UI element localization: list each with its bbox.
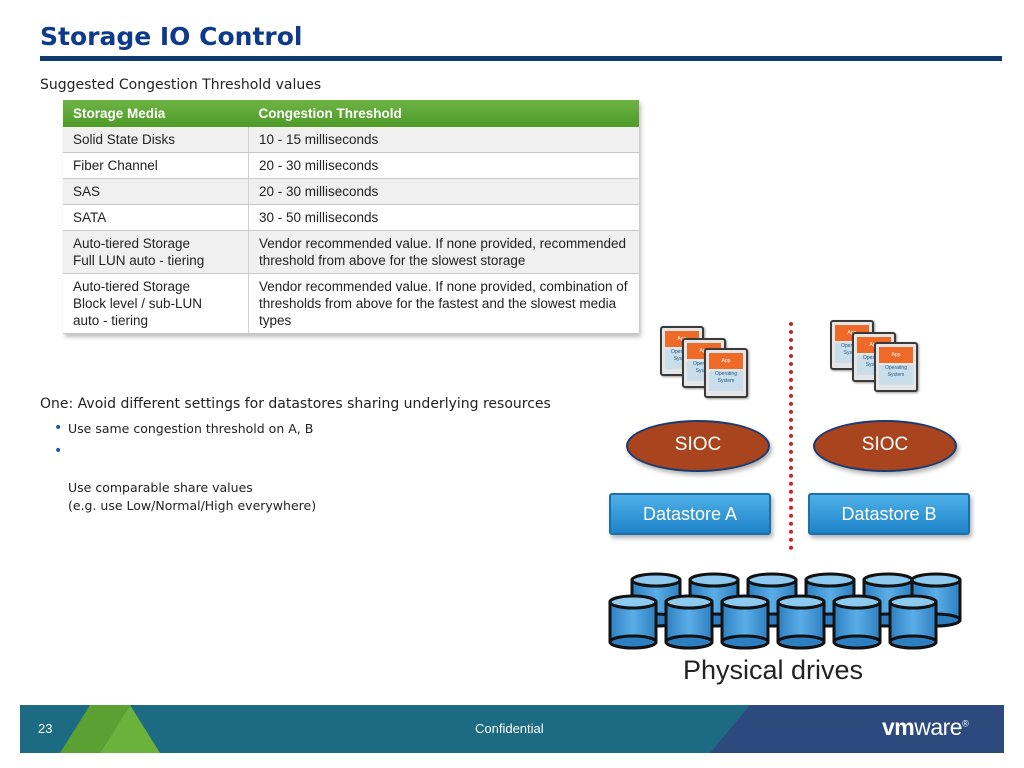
bullet-item: • Use same congestion threshold on A, B [54, 420, 314, 438]
sioc-left: SIOC [626, 420, 770, 472]
datastore-divider [789, 322, 793, 550]
table-row: SAS 20 - 30 milliseconds [63, 178, 639, 205]
drive-icon [832, 594, 882, 650]
sioc-right: SIOC [813, 420, 957, 472]
cell-media: Auto-tiered Storage Block level / sub-LU… [63, 273, 249, 334]
footer-bar [20, 705, 1004, 753]
drive-icon [720, 594, 770, 650]
vm-icon: App Operating System [704, 348, 748, 398]
vm-stack-left: App Operating System App Operating Syste… [660, 326, 750, 398]
table-row: Solid State Disks 10 - 15 milliseconds [63, 127, 639, 153]
table-row: SATA 30 - 50 milliseconds [63, 204, 639, 231]
cell-media: SAS [63, 178, 249, 205]
logo-ware: ware [914, 714, 963, 740]
cell-threshold: Vendor recommended value. If none provid… [248, 230, 639, 274]
header-congestion-threshold: Congestion Threshold [248, 100, 639, 127]
vm-app-label: App [879, 347, 913, 363]
vmware-logo: vmware® [882, 714, 969, 741]
cell-threshold: Vendor recommended value. If none provid… [248, 273, 639, 334]
confidential-label: Confidential [475, 721, 544, 736]
cell-threshold: 10 - 15 milliseconds [248, 127, 639, 153]
cell-media: Solid State Disks [63, 127, 249, 153]
footer-background [20, 705, 1004, 753]
physical-drives-label: Physical drives [683, 655, 864, 685]
cell-media: Fiber Channel [63, 152, 249, 179]
vm-stack-right: App Operating System App Operating Syste… [830, 320, 920, 392]
drive-icon [888, 594, 938, 650]
bullet-item: • Use comparable share values (e.g. use … [54, 443, 317, 515]
header-storage-media: Storage Media [63, 100, 249, 127]
physical-drives-graphic [608, 572, 962, 650]
cell-threshold: 20 - 30 milliseconds [248, 178, 639, 205]
bullet-text: Use same congestion threshold on A, B [68, 421, 314, 436]
table-caption: Suggested Congestion Threshold values [40, 77, 322, 93]
rule-heading: One: Avoid different settings for datast… [40, 396, 551, 412]
cell-media: Auto-tiered Storage Full LUN auto - tier… [63, 230, 249, 274]
title-underline [40, 56, 1002, 61]
table-row: Auto-tiered Storage Full LUN auto - tier… [63, 230, 639, 274]
bullet-dot-icon: • [54, 443, 63, 459]
table-row: Auto-tiered Storage Block level / sub-LU… [63, 273, 639, 334]
drive-row-front [608, 594, 938, 650]
slide-title: Storage IO Control [40, 22, 303, 51]
drive-icon [776, 594, 826, 650]
cell-media: SATA [63, 204, 249, 231]
table-row: Fiber Channel 20 - 30 milliseconds [63, 152, 639, 179]
vm-os-label: Operating System [709, 371, 743, 391]
vm-app-label: App [709, 353, 743, 369]
cell-threshold: 30 - 50 milliseconds [248, 204, 639, 231]
table-header-row: Storage Media Congestion Threshold [63, 100, 639, 127]
cell-threshold: 20 - 30 milliseconds [248, 152, 639, 179]
drive-icon [664, 594, 714, 650]
logo-vm: vm [882, 714, 915, 740]
bullet-dot-icon: • [54, 420, 63, 436]
congestion-threshold-table: Storage Media Congestion Threshold Solid… [63, 100, 639, 334]
datastore-a: Datastore A [609, 493, 771, 535]
page-number: 23 [38, 721, 53, 736]
vm-os-label: Operating System [879, 365, 913, 385]
datastore-b: Datastore B [808, 493, 970, 535]
logo-registered-mark: ® [962, 718, 969, 729]
vm-icon: App Operating System [874, 342, 918, 392]
drive-icon [608, 594, 658, 650]
bullet-text: Use comparable share values (e.g. use Lo… [68, 480, 317, 513]
